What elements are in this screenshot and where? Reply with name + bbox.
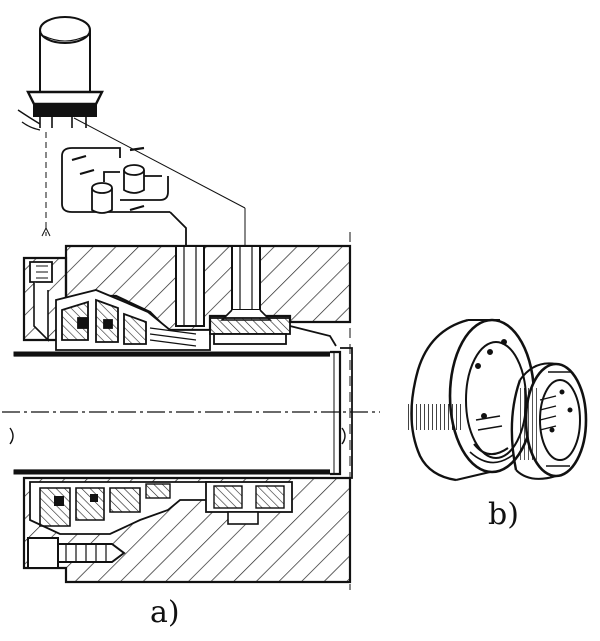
housing-bottom	[22, 476, 352, 584]
ring-seal-illustration	[408, 318, 588, 482]
valve-circuit	[61, 146, 187, 248]
shaft	[2, 347, 380, 479]
seal-assembly-top	[55, 289, 337, 351]
cylinder-unit	[17, 16, 104, 131]
guide-lines	[41, 117, 351, 590]
figure-label-a: a)	[150, 595, 180, 630]
figure-label-b: b)	[488, 497, 519, 532]
housing-top	[64, 244, 352, 332]
